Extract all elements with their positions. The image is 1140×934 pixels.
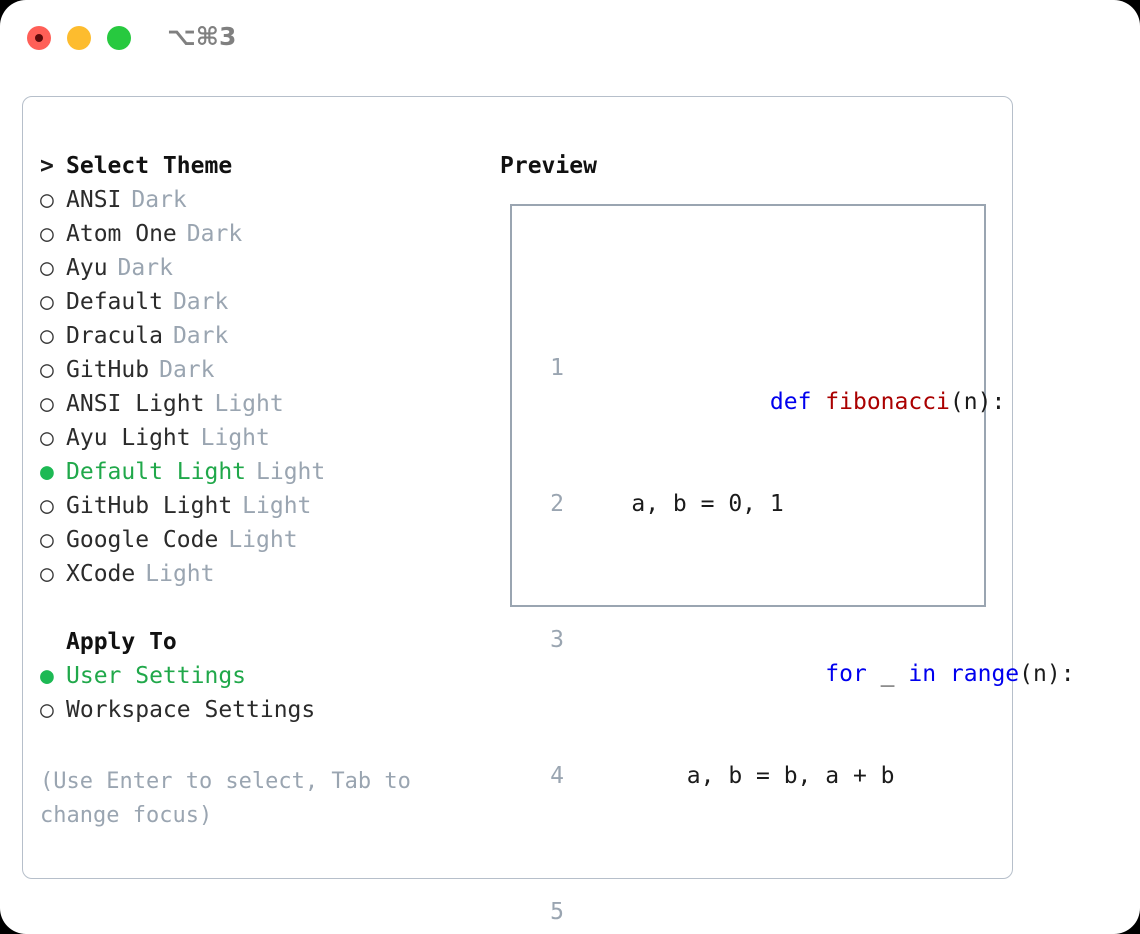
code-token (811, 389, 825, 415)
line-number: 5 (550, 899, 564, 925)
theme-item-label: ANSI Light (66, 391, 205, 417)
theme-item-variant: Dark (186, 221, 243, 247)
minimize-button[interactable] (67, 26, 91, 50)
theme-item-google-code[interactable]: ○ Google Code Light (40, 523, 490, 557)
theme-item-variant: Light (145, 561, 215, 587)
theme-item-variant: Dark (172, 289, 229, 315)
code-token: range (949, 661, 1020, 687)
line-number: 2 (550, 491, 564, 517)
title-bar: ⌥⌘3 (0, 0, 1140, 78)
prompt-caret-icon: > (40, 153, 54, 179)
apply-to-heading-label: Apply To (66, 629, 177, 655)
code-line: 4 a, b = b, a + b (534, 759, 1075, 793)
theme-item-xcode[interactable]: ○ XCode Light (40, 557, 490, 591)
radio-unselected-icon[interactable]: ○ (40, 323, 54, 349)
theme-item-ansi[interactable]: ○ ANSI Dark (40, 183, 490, 217)
theme-item-github-light[interactable]: ○ GitHub Light Light (40, 489, 490, 523)
radio-selected-icon[interactable]: ● (40, 663, 54, 689)
preview-code: 1 def fibonacci(n): 2 a, b = 0, 1 3 for … (534, 249, 1075, 934)
theme-item-variant: Light (200, 425, 270, 451)
theme-item-variant: Dark (131, 187, 187, 213)
code-line-text: return a (576, 895, 936, 934)
radio-unselected-icon[interactable]: ○ (40, 425, 54, 451)
theme-item-github[interactable]: ○ GitHub Dark (40, 353, 490, 387)
radio-unselected-icon[interactable]: ○ (40, 527, 54, 553)
theme-item-label: XCode (66, 561, 136, 587)
theme-item-default[interactable]: ○ Default Dark (40, 285, 490, 319)
code-line: 1 def fibonacci(n): (534, 351, 1075, 415)
preview-box: 1 def fibonacci(n): 2 a, b = 0, 1 3 for … (510, 204, 1075, 934)
theme-item-ayu[interactable]: ○ Ayu Dark (40, 251, 490, 285)
theme-item-variant: Light (228, 527, 298, 553)
code-token (770, 661, 825, 687)
list-spacer (40, 591, 490, 625)
code-line-text: def fibonacci(n): (576, 351, 1005, 453)
theme-list-column: > Select Theme ○ ANSI Dark ○ Atom One Da… (40, 149, 490, 727)
radio-unselected-icon[interactable]: ○ (40, 493, 54, 519)
theme-item-label: ANSI (66, 187, 122, 213)
code-line: 3 for _ in range(n): (534, 623, 1074, 687)
radio-unselected-icon[interactable]: ○ (40, 391, 54, 417)
apply-to-item-workspace-settings[interactable]: ○ Workspace Settings (40, 693, 490, 727)
line-number: 3 (550, 627, 564, 653)
code-token: for (825, 661, 867, 687)
theme-item-variant: Light (242, 493, 312, 519)
theme-item-label: GitHub (66, 357, 150, 383)
theme-item-label: Ayu Light (66, 425, 191, 451)
select-theme-heading-label: Select Theme (66, 153, 233, 179)
line-number: 1 (550, 355, 564, 381)
code-token: _ (866, 661, 909, 687)
close-button[interactable] (27, 26, 51, 50)
theme-item-label: Dracula (66, 323, 163, 349)
code-token: def (769, 389, 812, 415)
preview-heading: Preview (500, 153, 597, 179)
line-number: 4 (550, 763, 564, 789)
select-theme-heading: > Select Theme (40, 149, 490, 183)
theme-item-label: Ayu (66, 255, 108, 281)
dialog-panel: > Select Theme ○ ANSI Dark ○ Atom One Da… (22, 96, 1075, 934)
code-token: (n): (949, 389, 1006, 415)
radio-unselected-icon[interactable]: ○ (40, 697, 54, 723)
theme-item-default-light[interactable]: ● Default Light Light (40, 455, 490, 489)
code-line-text: a, b = 0, 1 (576, 491, 784, 517)
radio-unselected-icon[interactable]: ○ (40, 255, 54, 281)
theme-item-dracula[interactable]: ○ Dracula Dark (40, 319, 490, 353)
theme-item-variant: Dark (117, 255, 173, 281)
theme-item-variant: Dark (172, 323, 229, 349)
theme-item-variant: Dark (159, 357, 215, 383)
radio-selected-icon[interactable]: ● (40, 459, 54, 485)
theme-item-atom-one[interactable]: ○ Atom One Dark (40, 217, 490, 251)
theme-item-label: Default (66, 289, 163, 315)
apply-to-item-label: User Settings (66, 663, 247, 689)
code-token: (n): (1019, 661, 1075, 687)
traffic-light-buttons (27, 26, 131, 50)
radio-unselected-icon[interactable]: ○ (40, 187, 54, 213)
apply-to-item-user-settings[interactable]: ● User Settings (40, 659, 490, 693)
code-token (936, 661, 950, 687)
maximize-button[interactable] (107, 26, 131, 50)
theme-item-variant: Light (214, 391, 284, 417)
theme-item-label: Google Code (66, 527, 219, 553)
code-line: 5 return a (534, 895, 1075, 934)
code-line-text: for _ in range(n): (576, 623, 1075, 725)
theme-item-label: Atom One (66, 221, 177, 247)
radio-unselected-icon[interactable]: ○ (40, 289, 54, 315)
preview-column: Preview (500, 149, 990, 183)
theme-item-ayu-light[interactable]: ○ Ayu Light Light (40, 421, 490, 455)
radio-unselected-icon[interactable]: ○ (40, 221, 54, 247)
apply-to-item-label: Workspace Settings (66, 697, 316, 723)
keyboard-hint-text: (Use Enter to select, Tab to change focu… (40, 769, 425, 828)
code-line-text: a, b = b, a + b (576, 763, 895, 789)
radio-unselected-icon[interactable]: ○ (40, 561, 54, 587)
code-line: 2 a, b = 0, 1 (534, 487, 1075, 521)
theme-item-label: Default Light (66, 459, 247, 485)
theme-item-ansi-light[interactable]: ○ ANSI Light Light (40, 387, 490, 421)
radio-unselected-icon[interactable]: ○ (40, 357, 54, 383)
theme-item-variant: Light (256, 459, 326, 485)
code-token: in (908, 661, 937, 687)
keyboard-shortcut-label: ⌥⌘3 (167, 22, 237, 51)
code-token: fibonacci (825, 389, 950, 415)
apply-to-heading: Apply To (40, 625, 490, 659)
theme-item-label: GitHub Light (66, 493, 233, 519)
